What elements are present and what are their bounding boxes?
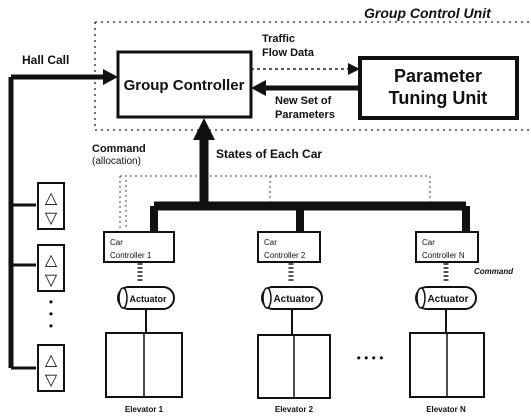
states-arrow xyxy=(193,118,215,206)
car-controller-1-line1: Car xyxy=(110,238,123,247)
svg-text:•: • xyxy=(49,319,53,333)
elevator-ellipsis: • • • • xyxy=(357,351,384,365)
car-bus xyxy=(154,206,466,232)
elevator-n: Elevator N xyxy=(410,333,484,414)
actuator-n-label: Actuator xyxy=(427,294,468,305)
group-control-unit-title: Group Control Unit xyxy=(364,5,492,21)
parameter-tuning-line2: Tuning Unit xyxy=(389,88,488,108)
elevator-2: Elevator 2 xyxy=(258,335,330,414)
elevator-1: Elevator 1 xyxy=(106,333,182,414)
hall-vertical-ellipsis: • • • xyxy=(49,295,53,333)
car-controller-1-line2: Controller 1 xyxy=(110,251,152,260)
car-controller-n-line2: Controller N xyxy=(422,251,465,260)
traffic-flow-arrow xyxy=(251,63,360,75)
actuator-1-label: Actuator xyxy=(129,294,166,304)
hall-call-label: Hall Call xyxy=(22,53,69,67)
hall-button-up-icon: △ xyxy=(45,190,58,207)
group-controller-label: Group Controller xyxy=(124,77,245,94)
actuator-2: Actuator xyxy=(262,287,322,309)
hall-button-1[interactable]: △ ▽ xyxy=(38,183,64,229)
elevator-2-label: Elevator 2 xyxy=(275,405,314,414)
hall-button-up-icon: △ xyxy=(45,252,58,269)
hall-button-down-icon: ▽ xyxy=(45,272,58,289)
elevator-1-label: Elevator 1 xyxy=(125,405,164,414)
command-allocation-line2: (allocation) xyxy=(92,156,141,167)
hall-button-down-icon: ▽ xyxy=(45,210,58,227)
traffic-flow-line1: Traffic xyxy=(262,33,295,45)
actuator-1: Actuator xyxy=(118,287,174,309)
hall-button-up-icon: △ xyxy=(45,352,58,369)
elevator-n-label: Elevator N xyxy=(426,405,466,414)
hall-call-panel xyxy=(11,205,36,368)
car-controller-2-line2: Controller 2 xyxy=(264,251,306,260)
car-controller-n-line1: Car xyxy=(422,238,435,247)
hall-button-3[interactable]: △ ▽ xyxy=(38,345,64,391)
car-controller-2-line1: Car xyxy=(264,238,277,247)
hall-button-2[interactable]: △ ▽ xyxy=(38,245,64,291)
new-params-line1: New Set of xyxy=(275,95,332,107)
actuator-2-label: Actuator xyxy=(273,294,314,305)
hall-button-down-icon: ▽ xyxy=(45,372,58,389)
actuator-n: Actuator xyxy=(416,287,476,309)
new-params-line2: Parameters xyxy=(275,109,335,121)
controller-to-actuator-arrows xyxy=(140,263,446,282)
new-parameters-arrow xyxy=(251,80,360,96)
traffic-flow-line2: Flow Data xyxy=(262,47,315,59)
states-label: States of Each Car xyxy=(216,147,322,161)
command-allocation-line1: Command xyxy=(92,143,146,155)
command-label-right: Command xyxy=(474,267,514,276)
elevator-cables xyxy=(146,309,446,335)
parameter-tuning-line1: Parameter xyxy=(394,66,482,86)
